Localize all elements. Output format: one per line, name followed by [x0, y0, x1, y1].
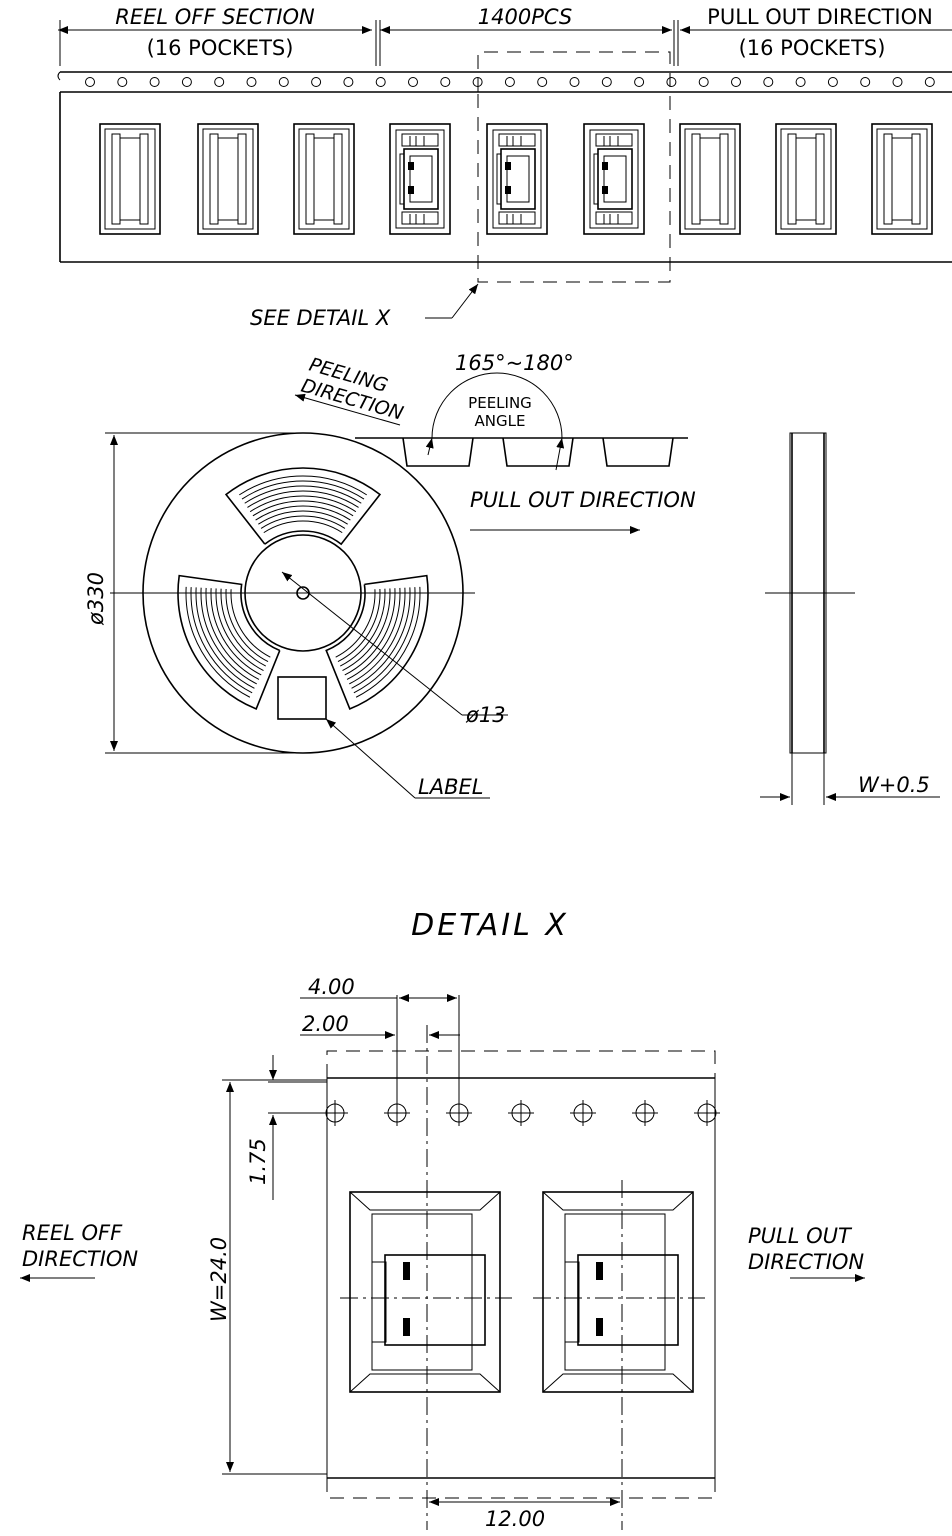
sprocket-hole [795, 77, 806, 87]
sprocket-hole [601, 77, 612, 87]
pitch-2-label: 2.00 [302, 1012, 349, 1036]
edge-distance-label: 1.75 [246, 1138, 270, 1185]
sprocket-hole [537, 77, 548, 87]
pitch-4-label: 4.00 [308, 975, 355, 999]
reel-window [224, 467, 382, 546]
peeling-tape-profile [294, 372, 688, 534]
sprocket-hole [569, 77, 580, 87]
sprocket-hole [892, 77, 903, 87]
sprocket-hole [278, 77, 289, 87]
tape-width-label: W=24.0 [207, 1237, 231, 1322]
quantity-label: 1400PCS [478, 5, 573, 29]
sprocket-hole [117, 77, 128, 87]
reel-off-label-line1: REEL OFF [22, 1221, 123, 1245]
reel-width-label: W+0.5 [858, 773, 930, 797]
reel-off-pockets-label: (16 POCKETS) [147, 36, 294, 60]
peel-angle-range: 165°~180° [455, 351, 574, 375]
sprocket-hole [408, 77, 418, 87]
pull-out-pockets-label: (16 POCKETS) [739, 36, 886, 60]
sprocket-hole [763, 77, 774, 87]
reel-pull-out-direction: PULL OUT DIRECTION [470, 488, 696, 512]
carrier-tape-strip [57, 20, 952, 283]
label-callout: LABEL [418, 775, 483, 799]
sprocket-hole [149, 77, 160, 87]
sprocket-hole [827, 77, 838, 87]
peeling-angle-line1: PEELING [468, 394, 532, 412]
sprocket-hole [731, 77, 741, 87]
sprocket-hole [924, 77, 935, 87]
tape-pockets [99, 123, 933, 235]
detail-x-title: DETAIL X [411, 908, 569, 943]
pull-out-label-line1: PULL OUT [748, 1224, 853, 1248]
detail-pocket-right [542, 1191, 694, 1393]
sprocket-hole [85, 77, 95, 87]
reel-off-label-line2: DIRECTION [22, 1247, 138, 1271]
sprocket-hole [440, 77, 451, 87]
detail-pocket-left [349, 1191, 501, 1393]
reel-diameter-label: ø330 [84, 572, 108, 626]
sprocket-hole [666, 77, 677, 87]
peeling-angle-line2: ANGLE [475, 412, 526, 430]
detail-x-frame [477, 51, 671, 283]
sprocket-hole [311, 77, 322, 87]
sprocket-hole [698, 77, 709, 87]
reel-label-box [277, 676, 327, 720]
see-detail-label: SEE DETAIL X [250, 306, 391, 330]
pull-out-label-line2: DIRECTION [748, 1250, 864, 1274]
sprocket-hole [375, 77, 386, 87]
reel-window [325, 574, 429, 710]
sprocket-hole [504, 77, 515, 87]
sprocket-hole [634, 77, 645, 87]
sprocket-hole [214, 77, 225, 87]
sprocket-hole [181, 77, 192, 87]
sprocket-hole [246, 77, 257, 87]
reel-front-view [105, 432, 508, 799]
detail-dimensions [20, 994, 865, 1506]
sprocket-hole [343, 77, 354, 87]
pull-out-direction-label: PULL OUT DIRECTION [707, 5, 933, 29]
detail-tape [322, 1025, 720, 1530]
pocket-pitch-label: 12.00 [485, 1507, 545, 1531]
sprocket-holes [85, 77, 935, 87]
reel-off-section-label: REEL OFF SECTION [115, 5, 315, 29]
reel-side-view [760, 432, 940, 805]
sprocket-hole [860, 77, 871, 87]
hub-diameter-label: ø13 [465, 703, 506, 727]
reel-window [177, 574, 281, 710]
